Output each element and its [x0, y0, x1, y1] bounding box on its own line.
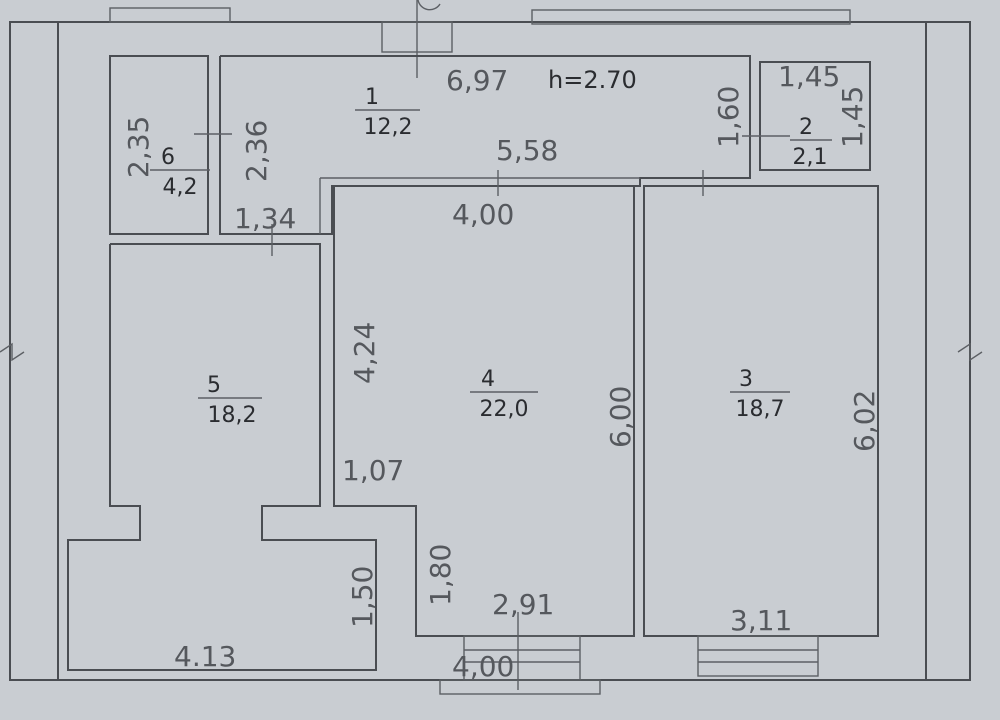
dim-room4-lower: 1,80 [424, 544, 457, 606]
room-label-3: 3 18,7 [730, 367, 790, 422]
dim-corridor-height: 1,60 [712, 86, 745, 148]
room-6-outline [109, 55, 232, 235]
room-4-outline [333, 170, 635, 637]
ceiling-height-label: h=2.70 [548, 66, 637, 94]
room-2-outline [742, 61, 871, 171]
dim-room4-window: 2,91 [492, 588, 554, 621]
room-label-6: 6 4,2 [150, 145, 210, 200]
dim-passage-height: 2,36 [240, 120, 273, 182]
dim-room3-window: 3,11 [730, 604, 792, 637]
dim-passage-width: 1,34 [234, 202, 296, 235]
room-label-4: 4 22,0 [470, 367, 538, 422]
room-label-2: 2 2,1 [790, 115, 832, 170]
room-number: 3 [739, 367, 753, 392]
outer-walls [0, 0, 983, 681]
dim-room3-height: 6,02 [848, 390, 881, 452]
room-label-5: 5 18,2 [198, 373, 262, 428]
room-area: 4,2 [163, 175, 198, 200]
room-area: 12,2 [364, 115, 413, 140]
dim-room5-width: 4.13 [174, 640, 236, 673]
dim-room2-height: 1,45 [836, 86, 869, 148]
room-area: 18,2 [208, 403, 257, 428]
dim-room2-width: 1,45 [778, 60, 840, 93]
room-number: 1 [365, 85, 379, 110]
dim-corridor-length: 6,97 [446, 64, 508, 97]
room-1-outline [219, 55, 751, 235]
room-number: 6 [161, 145, 175, 170]
dim-room5-lower: 1,50 [346, 566, 379, 628]
dim-corridor-inner: 5,58 [496, 134, 558, 167]
dim-room4-height: 6,00 [604, 386, 637, 448]
dim-outer-window: 4,00 [452, 650, 514, 683]
windows [439, 612, 819, 695]
room-number: 5 [207, 373, 221, 398]
dim-room6-height: 2,35 [122, 116, 155, 178]
dim-room4-step: 1,07 [342, 454, 404, 487]
room-area: 18,7 [736, 397, 785, 422]
room-5-outline [67, 224, 377, 671]
room-area: 2,1 [793, 145, 828, 170]
dim-room4-left: 4,24 [348, 322, 381, 384]
room-number: 4 [481, 367, 495, 392]
room-number: 2 [799, 115, 813, 140]
room-label-1: 1 12,2 [355, 85, 420, 140]
dim-room4-width: 4,00 [452, 198, 514, 231]
room-area: 22,0 [480, 397, 529, 422]
